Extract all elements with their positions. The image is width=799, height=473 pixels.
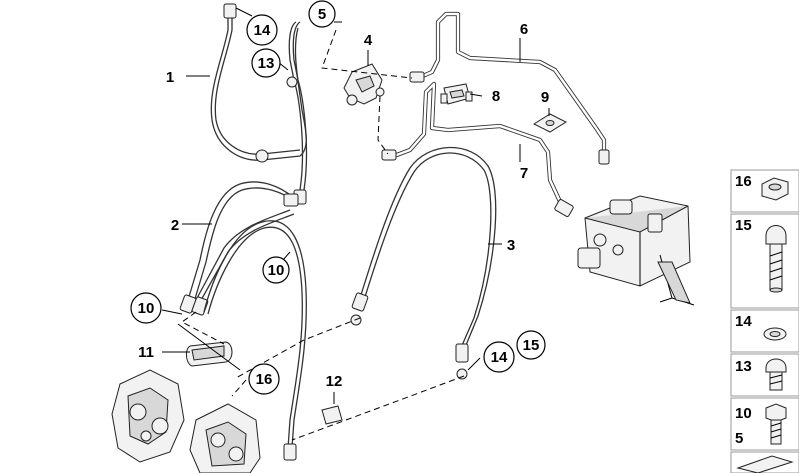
callout-10b-circle [130, 292, 162, 324]
callout-9: 9 [541, 89, 549, 106]
callout-6: 6 [520, 21, 528, 38]
callout-13-circle [251, 48, 281, 78]
brake-pipe-6 [409, 11, 610, 165]
callout-16: 16 [256, 371, 273, 388]
panel-row-13 [730, 353, 799, 397]
panel-row-10-5 [730, 397, 799, 451]
hex-bolt-icon [765, 403, 787, 445]
callout-5: 5 [318, 6, 326, 23]
callout-5-circle [308, 0, 336, 28]
sealing-ring-icon [763, 327, 787, 341]
callout-10b: 10 [138, 300, 155, 317]
brake-pipe-7 [381, 81, 574, 217]
callout-14a: 14 [254, 22, 271, 39]
shim-plate-icon [736, 455, 794, 473]
panel-label-5: 5 [735, 430, 743, 447]
brake-hose-upper [286, 21, 308, 205]
callout-1: 1 [166, 69, 174, 86]
brake-hose-2 [179, 181, 299, 316]
callout-12: 12 [326, 373, 343, 390]
panel-label-15: 15 [735, 217, 752, 234]
callout-14b-circle [483, 341, 515, 373]
callout-8: 8 [492, 88, 500, 105]
clip-part-8 [440, 83, 473, 105]
callout-14b: 14 [491, 349, 508, 366]
callout-7: 7 [520, 165, 528, 182]
panel-row-15 [730, 213, 799, 309]
callout-labels: 1 2 3 4 5 6 7 8 9 10 10 11 12 13 14 14 1… [130, 0, 549, 395]
callout-16-circle [248, 363, 280, 395]
hose-clamp-part-11 [185, 341, 233, 367]
parts-side-panel: 16 15 14 13 10 5 [730, 169, 799, 473]
brake-hose-10 [203, 220, 307, 461]
hollow-bolt-icon [765, 358, 787, 391]
panel-label-10: 10 [735, 405, 752, 422]
brake-caliper-front [111, 369, 185, 463]
callout-3: 3 [507, 237, 515, 254]
hex-nut-icon [761, 177, 789, 201]
cap-part-12 [321, 405, 343, 425]
banjo-bolt-icon [765, 225, 787, 293]
callout-4: 4 [364, 32, 373, 49]
brake-caliper-rear [189, 403, 261, 473]
callout-15-circle [516, 330, 546, 360]
callout-10a: 10 [268, 262, 285, 279]
abs-hydraulic-unit [577, 195, 695, 306]
plate-part-9 [532, 113, 568, 133]
callout-13: 13 [258, 55, 275, 72]
panel-label-13: 13 [735, 358, 752, 375]
bracket-part-4 [343, 63, 385, 106]
callout-11: 11 [138, 344, 154, 361]
panel-label-16: 16 [735, 173, 752, 190]
callout-15: 15 [523, 337, 540, 354]
brake-hose-3 [350, 146, 497, 380]
callout-2: 2 [171, 217, 179, 234]
callout-14a-circle [246, 14, 278, 46]
callout-10a-circle [262, 256, 290, 284]
panel-label-14: 14 [735, 313, 752, 330]
